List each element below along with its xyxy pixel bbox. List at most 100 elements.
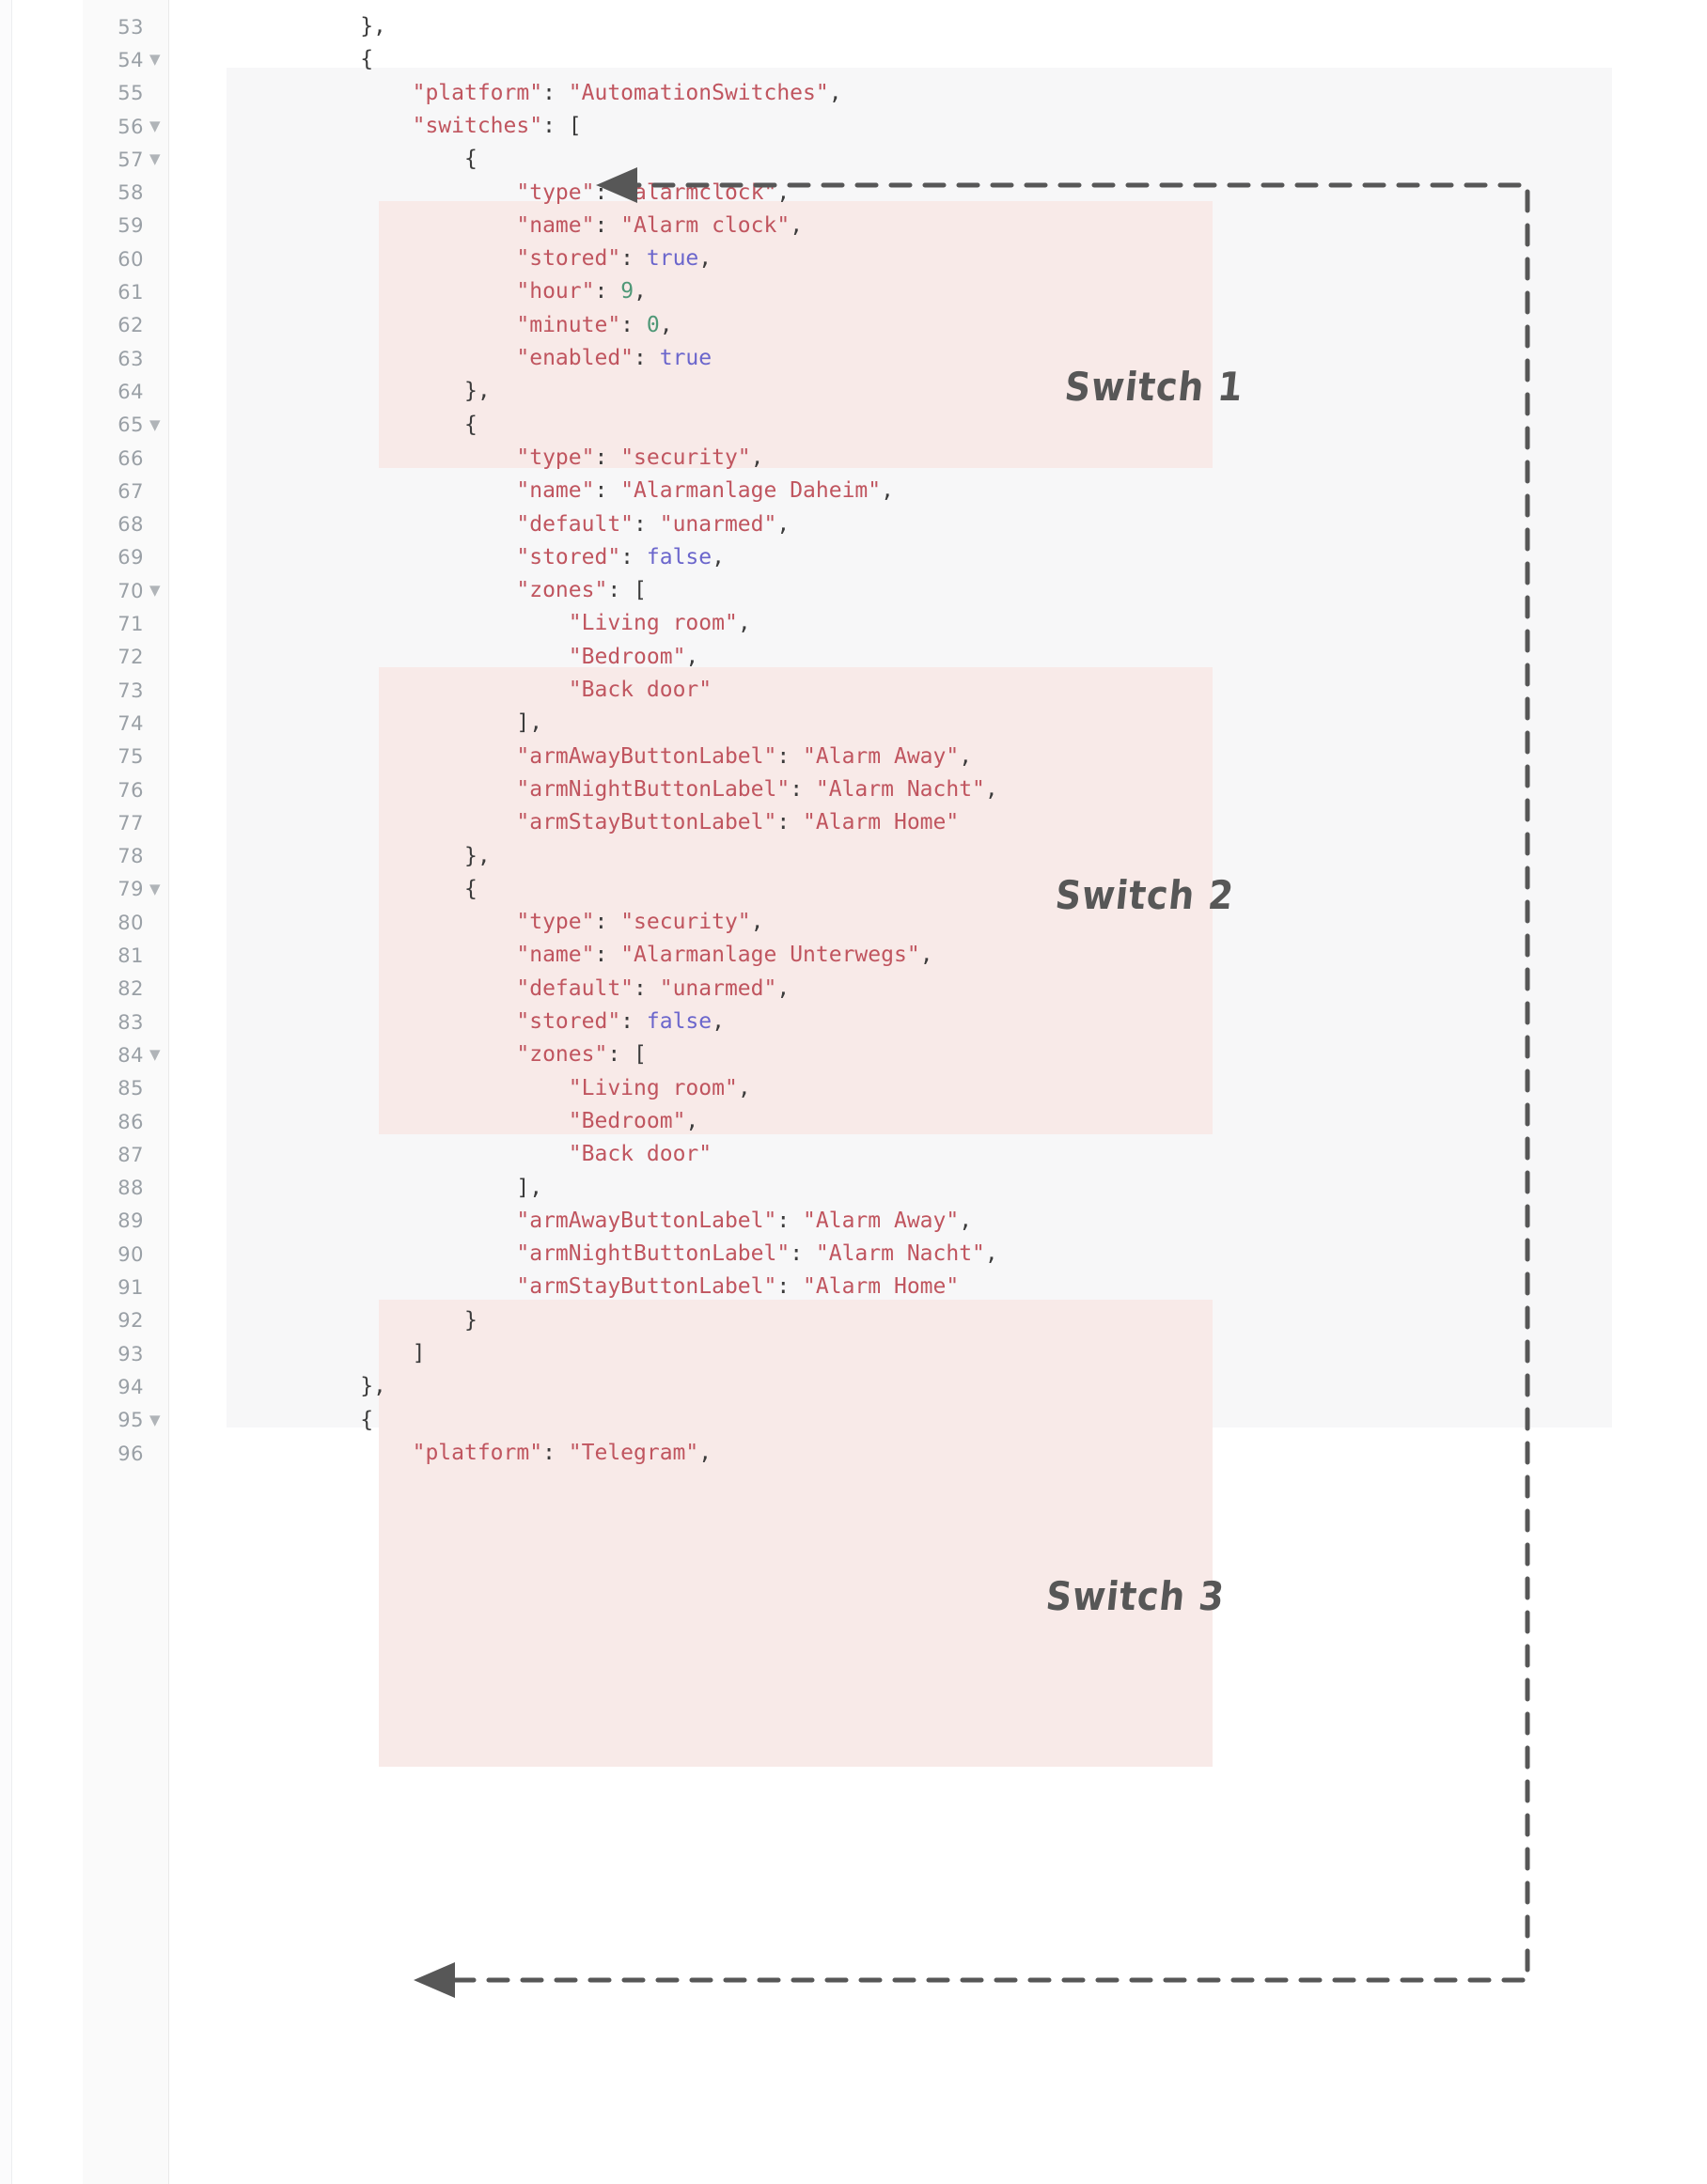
code-line-55[interactable]: "platform": "AutomationSwitches",: [413, 77, 842, 110]
code-line-66[interactable]: "type": "security",: [516, 442, 763, 475]
line-number-93[interactable]: 93▼: [83, 1337, 169, 1370]
line-number-54[interactable]: 54▼: [83, 43, 169, 76]
code-line-86[interactable]: "Bedroom",: [569, 1105, 698, 1138]
chevron-down-icon[interactable]: ▼: [149, 415, 162, 433]
line-number-66[interactable]: 66▼: [83, 442, 169, 475]
line-number-69[interactable]: 69▼: [83, 541, 169, 574]
line-number-57[interactable]: 57▼: [83, 143, 169, 176]
line-number-81[interactable]: 81▼: [83, 939, 169, 972]
code-line-89[interactable]: "armAwayButtonLabel": "Alarm Away",: [516, 1205, 972, 1238]
code-line-63[interactable]: "enabled": true: [516, 342, 712, 375]
line-number-70[interactable]: 70▼: [83, 574, 169, 607]
chevron-down-icon[interactable]: ▼: [149, 582, 162, 600]
line-number-91[interactable]: 91▼: [83, 1271, 169, 1303]
line-number-75[interactable]: 75▼: [83, 741, 169, 773]
line-number-90[interactable]: 90▼: [83, 1238, 169, 1271]
code-line-95[interactable]: {: [360, 1404, 373, 1437]
line-number-79[interactable]: 79▼: [83, 873, 169, 906]
chevron-down-icon[interactable]: ▼: [149, 51, 162, 69]
line-number-95[interactable]: 95▼: [83, 1404, 169, 1437]
code-line-61[interactable]: "hour": 9,: [516, 275, 647, 308]
code-line-56[interactable]: "switches": [: [413, 110, 582, 143]
line-number-71[interactable]: 71▼: [83, 607, 169, 640]
line-number-56[interactable]: 56▼: [83, 110, 169, 143]
chevron-down-icon[interactable]: ▼: [149, 150, 162, 168]
code-line-68[interactable]: "default": "unarmed",: [516, 508, 790, 541]
line-number-83[interactable]: 83▼: [83, 1006, 169, 1038]
code-line-77[interactable]: "armStayButtonLabel": "Alarm Home": [516, 806, 959, 839]
code-line-88[interactable]: ],: [516, 1172, 542, 1205]
line-number-84[interactable]: 84▼: [83, 1038, 169, 1071]
code-line-90[interactable]: "armNightButtonLabel": "Alarm Nacht",: [516, 1238, 997, 1271]
chevron-down-icon[interactable]: ▼: [149, 1411, 162, 1428]
line-number-96[interactable]: 96▼: [83, 1437, 169, 1470]
line-number-61[interactable]: 61▼: [83, 275, 169, 308]
code-line-96[interactable]: "platform": "Telegram",: [413, 1437, 713, 1470]
code-line-57[interactable]: {: [464, 143, 478, 176]
line-number-65[interactable]: 65▼: [83, 409, 169, 442]
line-number-68[interactable]: 68▼: [83, 508, 169, 541]
line-number-63[interactable]: 63▼: [83, 342, 169, 375]
code-line-64[interactable]: },: [464, 375, 491, 408]
code-line-84[interactable]: "zones": [: [516, 1038, 646, 1071]
code-line-93[interactable]: ]: [413, 1337, 426, 1370]
line-number-62[interactable]: 62▼: [83, 309, 169, 342]
code-line-85[interactable]: "Living room",: [569, 1072, 751, 1105]
line-number-73[interactable]: 73▼: [83, 674, 169, 707]
line-number-53[interactable]: 53▼: [83, 10, 169, 43]
line-number-85[interactable]: 85▼: [83, 1072, 169, 1105]
line-number-88[interactable]: 88▼: [83, 1172, 169, 1205]
code-line-53[interactable]: },: [360, 10, 386, 43]
code-line-60[interactable]: "stored": true,: [516, 242, 712, 275]
line-number-92[interactable]: 92▼: [83, 1304, 169, 1337]
code-line-87[interactable]: "Back door": [569, 1138, 712, 1171]
code-line-82[interactable]: "default": "unarmed",: [516, 973, 790, 1006]
code-line-76[interactable]: "armNightButtonLabel": "Alarm Nacht",: [516, 773, 997, 806]
code-line-78[interactable]: },: [464, 840, 491, 873]
code-line-94[interactable]: },: [360, 1370, 386, 1403]
line-number-78[interactable]: 78▼: [83, 840, 169, 873]
line-number-72[interactable]: 72▼: [83, 641, 169, 674]
line-number-86[interactable]: 86▼: [83, 1105, 169, 1138]
line-number-77[interactable]: 77▼: [83, 806, 169, 839]
code-line-91[interactable]: "armStayButtonLabel": "Alarm Home": [516, 1271, 959, 1303]
code-line-79[interactable]: {: [464, 873, 478, 906]
line-number-89[interactable]: 89▼: [83, 1205, 169, 1238]
line-number-59[interactable]: 59▼: [83, 210, 169, 242]
line-number-76[interactable]: 76▼: [83, 773, 169, 806]
code-line-67[interactable]: "name": "Alarmanlage Daheim",: [516, 475, 894, 507]
code-line-92[interactable]: }: [464, 1304, 478, 1337]
line-number-58[interactable]: 58▼: [83, 177, 169, 210]
line-number-82[interactable]: 82▼: [83, 973, 169, 1006]
code-line-59[interactable]: "name": "Alarm clock",: [516, 210, 803, 242]
code-line-73[interactable]: "Back door": [569, 674, 712, 707]
line-number-67[interactable]: 67▼: [83, 475, 169, 507]
line-number-60[interactable]: 60▼: [83, 242, 169, 275]
line-number-64[interactable]: 64▼: [83, 375, 169, 408]
chevron-down-icon[interactable]: ▼: [149, 117, 162, 135]
code-line-69[interactable]: "stored": false,: [516, 541, 725, 574]
code-line-81[interactable]: "name": "Alarmanlage Unterwegs",: [516, 939, 932, 972]
code-line-70[interactable]: "zones": [: [516, 574, 646, 607]
line-number-gutter[interactable]: 53▼54▼55▼56▼57▼58▼59▼60▼61▼62▼63▼64▼65▼6…: [83, 0, 169, 2184]
code-line-75[interactable]: "armAwayButtonLabel": "Alarm Away",: [516, 741, 972, 773]
chevron-down-icon[interactable]: ▼: [149, 880, 162, 897]
line-number-55[interactable]: 55▼: [83, 77, 169, 110]
code-line-80[interactable]: "type": "security",: [516, 906, 763, 939]
line-number-80[interactable]: 80▼: [83, 906, 169, 939]
code-line-74[interactable]: ],: [516, 707, 542, 740]
token-str: "Alarm Home": [803, 810, 960, 835]
code-line-62[interactable]: "minute": 0,: [516, 309, 672, 342]
code-line-54[interactable]: {: [360, 43, 373, 76]
code-line-58[interactable]: "type": "alarmclock",: [516, 177, 790, 210]
line-number-94[interactable]: 94▼: [83, 1370, 169, 1403]
line-number-87[interactable]: 87▼: [83, 1138, 169, 1171]
code-line-72[interactable]: "Bedroom",: [569, 641, 698, 674]
code-content-area[interactable]: },{"platform": "AutomationSwitches","swi…: [170, 0, 1707, 2184]
chevron-down-icon[interactable]: ▼: [149, 1046, 162, 1064]
code-line-71[interactable]: "Living room",: [569, 607, 751, 640]
line-number-74[interactable]: 74▼: [83, 707, 169, 740]
code-line-83[interactable]: "stored": false,: [516, 1006, 725, 1038]
code-line-65[interactable]: {: [464, 409, 478, 442]
